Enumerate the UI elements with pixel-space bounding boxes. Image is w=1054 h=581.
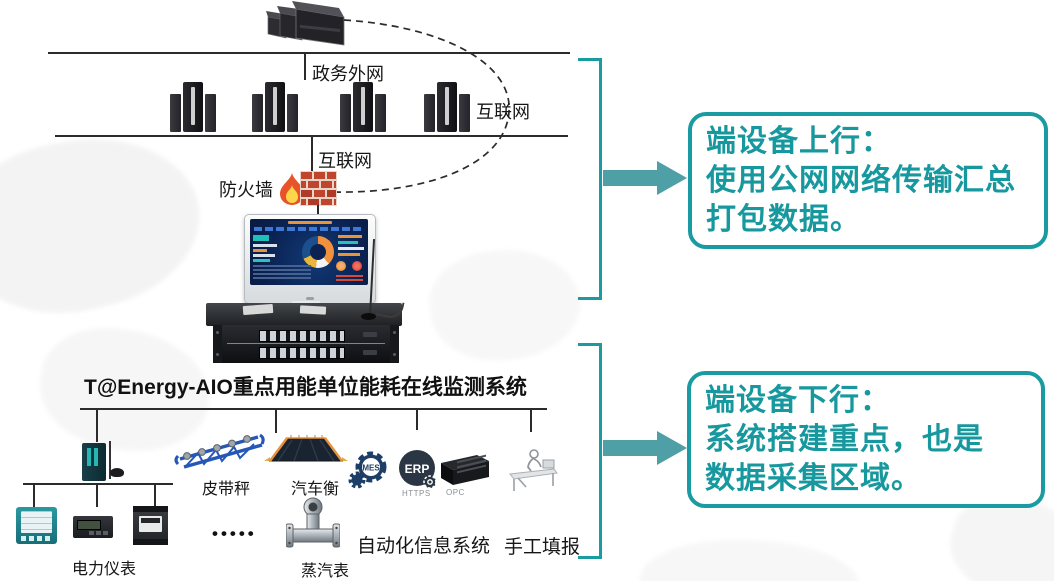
map-watermark	[640, 540, 860, 581]
manual-entry-person-icon	[509, 449, 558, 491]
hmi-meter-icon	[16, 507, 57, 544]
server-rack-icon	[424, 82, 470, 132]
downstream-callout-line2: 数据采集区域。	[705, 462, 922, 495]
automation-systems-label: 自动化信息系统	[357, 536, 491, 557]
power-meters-label: 电力仪表	[72, 561, 137, 578]
dashed-link-curve	[331, 19, 510, 193]
branch-meter3	[154, 483, 156, 507]
upstream-callout-title: 端设备上行：	[706, 125, 892, 158]
map-watermark	[424, 242, 586, 368]
branch-it-systems	[416, 408, 418, 430]
belt-scale-label: 皮带秤	[202, 481, 251, 498]
branch-meter2	[96, 483, 98, 507]
server-rack-icon	[170, 82, 216, 132]
server-rack-icon	[340, 82, 386, 132]
branch-collector	[96, 408, 98, 442]
belt-scale-icon	[174, 433, 265, 469]
dongle-icon	[110, 468, 124, 477]
internet-branch	[311, 135, 313, 173]
meter-bus-line	[23, 483, 173, 485]
opc-server-icon	[441, 454, 489, 485]
firewall-brick-icon	[300, 171, 337, 206]
ethernet-ports-row1	[259, 330, 345, 342]
system-title: T@Energy-AIO重点用能单位能耗在线监测系统	[84, 376, 527, 399]
upstream-callout-line1: 使用公网网络传输汇总	[706, 164, 1016, 197]
steam-meter-label: 蒸汽表	[301, 563, 350, 580]
branch-scales	[275, 408, 277, 433]
svg-text:ERP: ERP	[405, 462, 430, 476]
data-collector-icon	[82, 441, 111, 481]
flame-icon	[280, 173, 304, 205]
downstream-callout-line1: 系统搭建重点，也是	[705, 423, 984, 456]
monitor	[244, 214, 376, 304]
internet-label-mid: 互联网	[318, 151, 372, 171]
device-bus-line	[80, 408, 547, 410]
svg-text:MES: MES	[362, 464, 380, 473]
dashboard-screen	[250, 219, 368, 285]
reflection	[299, 305, 327, 315]
gov-network-branch	[304, 52, 306, 80]
downstream-bracket	[578, 343, 602, 559]
firewall-to-monitor-line	[317, 205, 319, 215]
opc-label: OPC	[446, 488, 465, 497]
gauge-red	[352, 261, 362, 271]
upstream-bracket	[578, 58, 602, 300]
steam-meter-icon	[286, 497, 340, 548]
branch-manual	[530, 408, 532, 432]
erp-icon: ERP	[399, 450, 437, 489]
gov-network-label: 政务外网	[312, 64, 384, 84]
gauge-orange	[336, 261, 346, 271]
antenna-base	[361, 313, 376, 320]
rack-appliance	[213, 325, 399, 363]
downstream-arrow-icon	[603, 431, 687, 465]
din-meter-icon	[133, 506, 168, 545]
map-watermark	[0, 116, 216, 334]
downstream-callout-title: 端设备下行：	[705, 384, 891, 417]
upstream-arrow-icon	[603, 161, 687, 195]
downstream-callout: 端设备下行： 系统搭建重点，也是 数据采集区域。	[687, 371, 1045, 508]
ethernet-ports-row2	[259, 347, 345, 359]
panel-meter-icon	[73, 516, 113, 538]
more-devices-ellipsis: •••••	[212, 524, 257, 543]
mainframe-icon	[266, 1, 345, 46]
gov-network-line	[48, 52, 570, 54]
truck-scale-label: 汽车衡	[291, 481, 340, 498]
truck-scale-icon	[264, 435, 348, 462]
internet-label-right: 互联网	[476, 102, 530, 122]
manual-entry-label: 手工填报	[504, 537, 581, 558]
branch-meter1	[33, 483, 35, 507]
server-rack-icon	[252, 82, 298, 132]
https-label: HTTPS	[402, 489, 431, 498]
upstream-callout: 端设备上行： 使用公网网络传输汇总 打包数据。	[688, 112, 1048, 249]
dashboard-donut-chart	[302, 236, 334, 268]
firewall-label: 防火墙	[219, 180, 273, 200]
mes-icon: MES	[348, 451, 387, 489]
upstream-callout-line2: 打包数据。	[706, 203, 861, 236]
